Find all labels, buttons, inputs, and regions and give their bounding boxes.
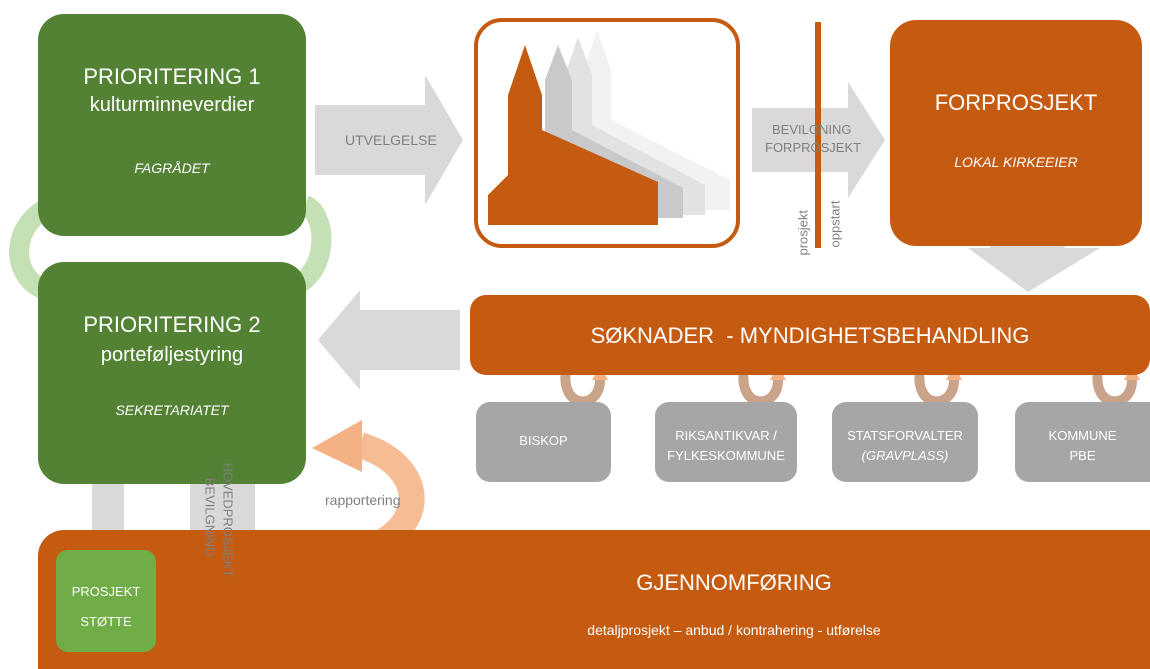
gjennomforing-subtitle: detaljprosjekt – anbud / kontrahering - … [587,622,881,638]
soknader-box: SØKNADER - MYNDIGHETSBEHANDLING [470,295,1150,375]
utvelgelse-arrow [315,75,463,205]
utvelgelse-label: UTVELGELSE [345,132,437,148]
authority-riksantikvar: RIKSANTIKVAR / FYLKESKOMMUNE [655,402,797,482]
authority-line1: KOMMUNE [1048,428,1117,443]
prio1-owner: FAGRÅDET [134,160,210,176]
oppstart-label: oppstart [827,200,843,248]
authority-line1: RIKSANTIKVAR / [675,428,777,443]
gjennomforing-title: GJENNOMFØRING [636,570,832,595]
bevilgning-forprosjekt-label-2: FORPROSJEKT [765,140,862,155]
authority-line2: FYLKESKOMMUNE [667,448,785,463]
prosjekt-label: prosjekt [795,209,811,256]
bevilgning-hoved-label-2: HOVEDPROSJEKT [220,462,236,578]
authority-statsforvalter: STATSFORVALTER (GRAVPLASS) [832,402,978,482]
soknader-title: SØKNADER - MYNDIGHETSBEHANDLING [590,323,1030,348]
forprosjekt-owner: LOKAL KIRKEEIER [954,154,1078,170]
authority-biskop: BISKOP [476,402,611,482]
forprosjekt-title: FORPROSJEKT [934,90,1098,115]
prio2-to-stotte-arrow [74,462,142,585]
authority-line2: (GRAVPLASS) [861,448,949,463]
prosjektstotte-line2: STØTTE [80,614,132,629]
prioritering-1-box: PRIORITERING 1 kulturminneverdier FAGRÅD… [38,14,306,236]
bevilgning-forprosjekt-label-1: BEVILGNING [772,122,852,137]
prio2-title: PRIORITERING 2 [83,312,261,337]
prioritering-2-box: PRIORITERING 2 porteføljestyring SEKRETA… [38,262,306,484]
authority-line1: BISKOP [519,433,568,448]
authority-line2: PBE [1069,448,1096,463]
oppstart-divider [815,22,821,248]
rapportering-label: rapportering [325,492,401,508]
forprosjekt-box: FORPROSJEKT LOKAL KIRKEEIER [890,20,1142,246]
authority-line1: STATSFORVALTER [847,428,963,443]
gjennomforing-box: GJENNOMFØRING detaljprosjekt – anbud / k… [38,530,1150,669]
prio1-title: PRIORITERING 1 [83,64,261,89]
authority-kommune: KOMMUNE PBE [1015,402,1150,482]
prio1-subtitle: kulturminneverdier [89,94,255,116]
bevilgning-hoved-label-1: BEVILGNING [202,477,218,558]
church-icon [488,45,658,225]
soknader-to-prio2-arrow [318,290,460,390]
prio2-subtitle: porteføljestyring [100,344,244,366]
prosjektstotte-line1: PROSJEKT [71,584,141,599]
prio2-owner: SEKRETARIATET [115,402,229,418]
prosjektstotte-box: PROSJEKT STØTTE [56,550,156,652]
